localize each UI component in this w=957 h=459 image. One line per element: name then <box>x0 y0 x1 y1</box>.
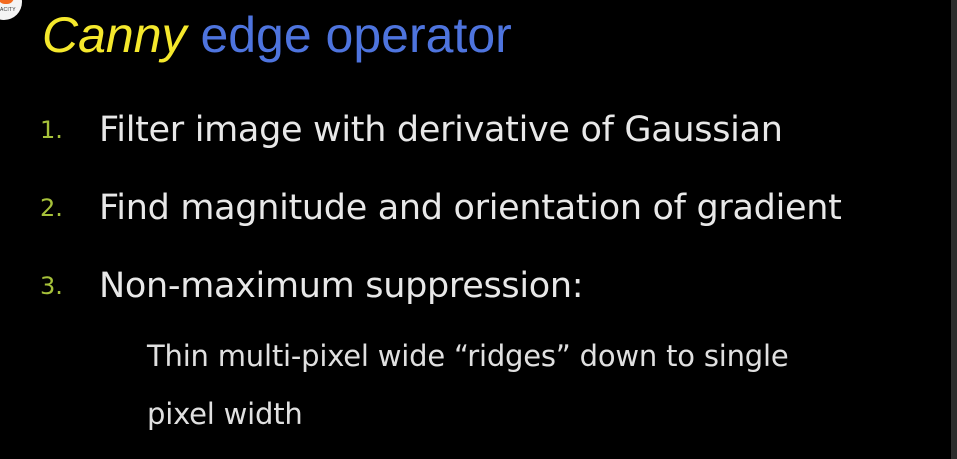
title-rest: edge operator <box>200 7 512 63</box>
list-item-text: Filter image with derivative of Gaussian <box>99 110 783 150</box>
logo-text: ACITY <box>0 7 16 13</box>
sub-point-line-2: pixel width <box>147 397 303 431</box>
list-item-number: 1. <box>40 116 63 144</box>
list-item-number: 2. <box>40 194 63 222</box>
list-item-text: Find magnitude and orientation of gradie… <box>99 188 842 228</box>
list-item-text: Non-maximum suppression: <box>99 266 584 306</box>
u-logo-icon: ACITY <box>0 0 22 20</box>
slide-title: Canny edge operator <box>42 4 512 66</box>
right-edge-strip <box>951 0 957 459</box>
title-emphasis: Canny <box>42 7 187 63</box>
logo-letter-u <box>0 0 14 4</box>
list-item-number: 3. <box>40 272 63 300</box>
sub-point-line-1: Thin multi-pixel wide “ridges” down to s… <box>147 339 789 373</box>
